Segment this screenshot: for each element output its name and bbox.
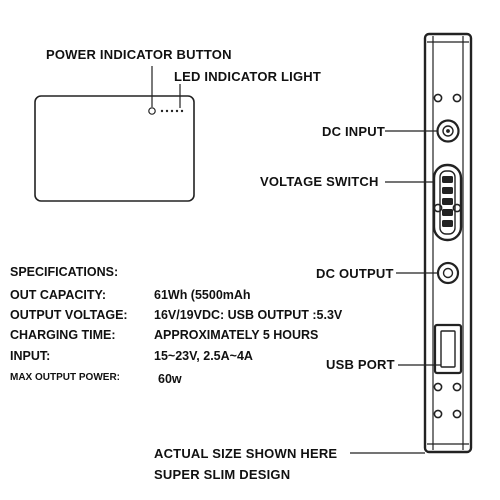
battery-front-view xyxy=(34,66,195,202)
voltage-switch-label: VOLTAGE SWITCH xyxy=(260,174,379,189)
dc-output-port-icon xyxy=(436,261,460,285)
screw-icons xyxy=(433,93,462,419)
spec-key: CHARGING TIME: xyxy=(10,328,116,342)
led-dot-icon xyxy=(175,109,179,113)
battery-side-view xyxy=(423,32,473,454)
specifications-heading: SPECIFICATIONS: xyxy=(10,265,119,279)
spec-value: 16V/19VDC: USB OUTPUT :5.3V xyxy=(154,308,343,322)
side-body xyxy=(423,32,473,454)
dc-input-port-icon xyxy=(436,119,460,143)
spec-value: 15~23V, 2.5A~4A xyxy=(154,349,253,363)
dc-output-label: DC OUTPUT xyxy=(316,266,394,281)
led-dot-icon xyxy=(170,109,174,113)
battery-body xyxy=(34,95,195,202)
power-button-icon xyxy=(148,107,156,115)
spec-value: APPROXIMATELY 5 HOURS xyxy=(154,328,319,342)
spec-key: INPUT: xyxy=(10,349,51,363)
led-indicator-light-label: LED INDICATOR LIGHT xyxy=(174,69,322,84)
spec-value: 60w xyxy=(158,372,182,386)
usb-port-label: USB PORT xyxy=(326,357,395,372)
spec-key: OUT CAPACITY: xyxy=(10,288,107,302)
led-dot-icon xyxy=(160,109,164,113)
led-dots xyxy=(160,109,184,113)
spec-key: MAX OUTPUT POWER: xyxy=(10,372,120,383)
voltage-switch-icon xyxy=(432,163,463,242)
led-dot-icon xyxy=(165,109,169,113)
spec-key: OUTPUT VOLTAGE: xyxy=(10,308,128,322)
usb-port-icon xyxy=(433,323,463,375)
dc-input-label: DC INPUT xyxy=(322,124,385,139)
super-slim-label: SUPER SLIM DESIGN xyxy=(154,467,291,482)
actual-size-label: ACTUAL SIZE SHOWN HERE xyxy=(154,446,338,461)
power-indicator-button-label: POWER INDICATOR BUTTON xyxy=(46,47,232,62)
led-dot-icon xyxy=(180,109,184,113)
spec-value: 61Wh (5500mAh xyxy=(154,288,251,302)
